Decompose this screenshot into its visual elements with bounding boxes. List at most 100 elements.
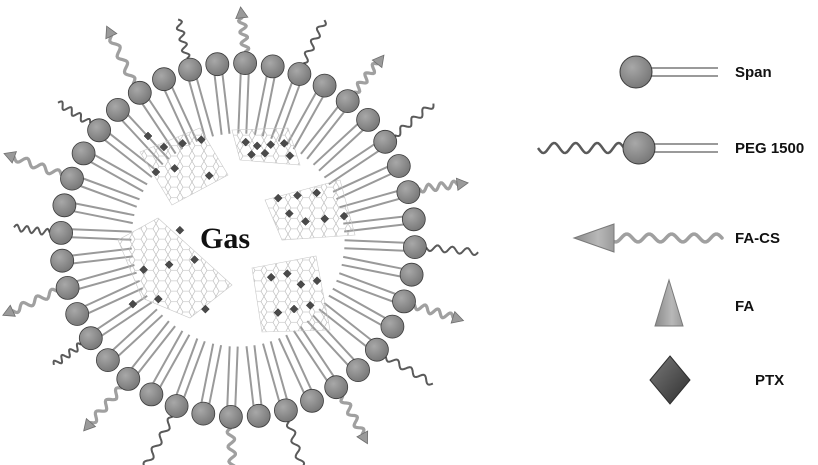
lipid-head [261,55,284,78]
legend-label: FA-CS [735,230,780,247]
fa-cs-chain [227,428,236,465]
fa-cs-chain [110,36,135,83]
lipid-head [403,236,426,259]
legend-item-fa: FA [655,280,754,326]
lipid-head [219,405,242,428]
fa-cs-chain [610,234,722,242]
lipid-head [96,349,119,372]
graphene-sheet [252,256,330,332]
fa-cs-chain [239,18,249,52]
lipid-head [206,53,229,76]
lipid-tail [238,74,240,134]
lipid-head [397,181,420,204]
lipid-head [72,142,95,165]
lipid-head [387,155,410,178]
lipid-tail [254,345,261,405]
lipid-tail [102,302,152,335]
lipid-tail [223,74,230,134]
peg-chain [386,357,433,385]
lipid-tail [263,344,279,402]
lipid-tail [77,265,135,281]
lipid-head [274,399,297,422]
peg-chain [54,343,82,365]
peg-chain [426,245,478,255]
lipid-head [402,208,425,231]
fa-cs-chain [13,289,57,312]
lipid-head [374,130,397,153]
lipid-tail [344,248,404,250]
lipid-tail [337,281,393,302]
lipid-head [179,58,202,81]
lipid-tail [72,229,132,231]
lipid-head [61,167,84,190]
ptx-diamond-icon [650,356,690,404]
fa-triangle-icon [372,55,384,67]
lipid-tail [235,347,237,407]
fa-triangle-icon [456,178,468,190]
lipid-head [365,338,388,361]
lipid-head [247,404,270,427]
lipid-tail [324,144,374,177]
peg-chain [14,225,50,235]
fa-cs-chain [415,305,453,318]
lipid-tail [215,75,222,135]
fa-triangle-icon [655,280,683,326]
lipid-head [117,367,140,390]
lipid-head [153,68,176,91]
legend-item-span: Span [620,56,772,88]
lipid-tail [184,341,205,397]
lipid-tail [83,179,139,200]
peg-chain [177,20,190,59]
lipid-head [288,63,311,86]
lipid-head [88,119,111,142]
span-lipid-icon [620,56,718,88]
lipid-head [623,132,655,164]
lipid-head [393,290,416,313]
fa-cs-chain [14,157,61,174]
fa-cs-chain [91,388,121,423]
lipid-head [128,81,151,104]
legend-label: PEG 1500 [735,140,804,157]
lipid-tail [247,346,254,406]
lipid-tail [177,339,198,395]
legend-item-ptx: PTX [650,356,784,404]
legend-label: FA [735,298,754,315]
lipid-head [301,389,324,412]
lipid-tail [227,346,229,406]
lipid-head [347,359,370,382]
lipid-head [325,376,348,399]
lipid-tail [197,79,213,137]
lipid-head [53,194,76,217]
lipid-tail [73,256,133,263]
ptx-diamond-icon [650,356,690,404]
lipid-tail [345,240,405,242]
graphene-sheet [265,180,355,240]
legend: SpanPEG 1500FA-CS FA PTX [538,56,804,404]
lipid-head [106,98,129,121]
peg-chain [58,101,90,123]
lipid-head [400,263,423,286]
lipid-head [50,221,73,244]
lipid-head [140,383,163,406]
peg-chain [395,104,434,136]
graphene-sheet [232,128,300,165]
fa-cs-chain [341,397,364,434]
lipid-head [79,327,102,350]
lipid-head [620,56,652,88]
graphene-sheet [140,128,228,205]
lipid-head [336,90,359,113]
legend-item-peg-1500: PEG 1500 [538,132,804,164]
lipid-tail [343,217,403,224]
fa-triangle-icon [655,280,683,326]
lipid-tail [80,186,136,207]
sheet-surface [252,256,330,332]
peg-lipid-icon [538,132,718,164]
legend-item-fa-cs: FA-CS [574,224,780,252]
ptx-molecule [176,226,184,234]
fa-cs-chain [355,64,377,93]
peg-chain [144,417,173,465]
lipid-tail [342,199,400,215]
core-label: Gas [200,222,250,255]
fa-cs-chain [420,181,458,192]
